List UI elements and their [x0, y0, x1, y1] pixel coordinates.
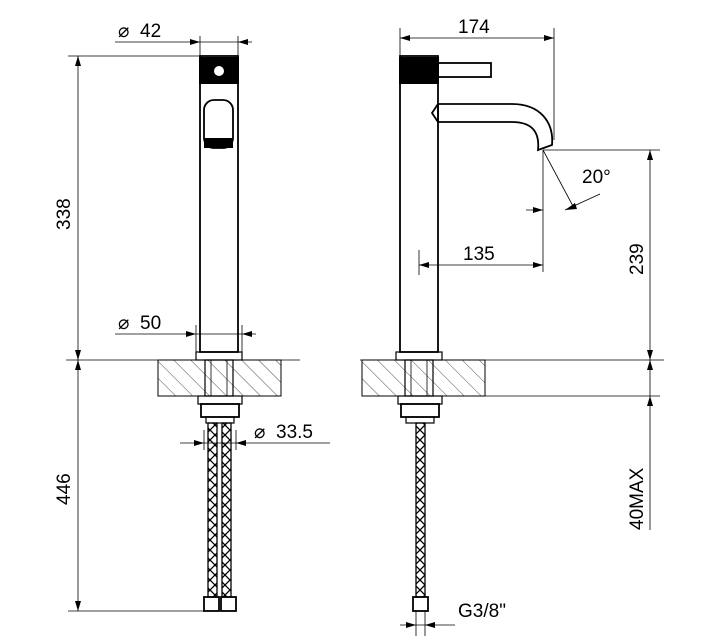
side-connection-thread-label: G3/8"	[458, 601, 506, 622]
side-max-deck-thickness-label: 40MAX	[627, 467, 648, 530]
front-view: ⌀ 42 ⌀ 50 ⌀ 33.5 3	[54, 21, 330, 612]
dimension-spout-reach: 135	[418, 150, 544, 275]
side-spout-angle-label: 20°	[582, 167, 611, 188]
side-spout	[437, 103, 553, 152]
dimension-spout-angle: 20°	[526, 149, 611, 213]
front-hoses	[203, 422, 237, 612]
side-total-reach-label: 174	[458, 17, 490, 38]
spout-neck	[430, 103, 439, 123]
side-faucet-body	[395, 55, 492, 361]
front-deck-section	[157, 359, 282, 397]
dimension-hose-diameter: ⌀ 33.5	[180, 422, 330, 450]
side-spout-height-label: 239	[627, 243, 648, 275]
front-top-diameter-label: 42	[140, 21, 161, 42]
diameter-symbol: ⌀	[254, 422, 265, 443]
dimension-height-above-deck: 338	[54, 55, 200, 360]
dimension-top-diameter: ⌀ 42	[115, 21, 252, 56]
front-hose-diameter-label: 33.5	[276, 422, 313, 443]
side-view: 174 135 20° 239	[360, 17, 664, 636]
diameter-symbol: ⌀	[118, 21, 129, 42]
front-height-above-deck-label: 338	[54, 198, 75, 230]
dimension-height-below-deck: 446	[54, 360, 204, 612]
side-spout-reach-label: 135	[463, 244, 495, 265]
dimension-connection-thread: G3/8"	[400, 601, 506, 636]
side-deck-section	[361, 359, 486, 397]
dimension-total-reach: 174	[399, 17, 555, 140]
dimension-base-diameter: ⌀ 50	[115, 313, 256, 352]
dimension-spout-height: 239	[543, 149, 660, 360]
front-height-below-deck-label: 446	[54, 473, 75, 505]
front-faucet-body	[195, 55, 243, 361]
front-base-diameter-label: 50	[140, 313, 161, 334]
side-hose	[412, 422, 429, 612]
dimension-max-deck-thickness: 40MAX	[485, 360, 660, 530]
diameter-symbol: ⌀	[118, 313, 129, 334]
